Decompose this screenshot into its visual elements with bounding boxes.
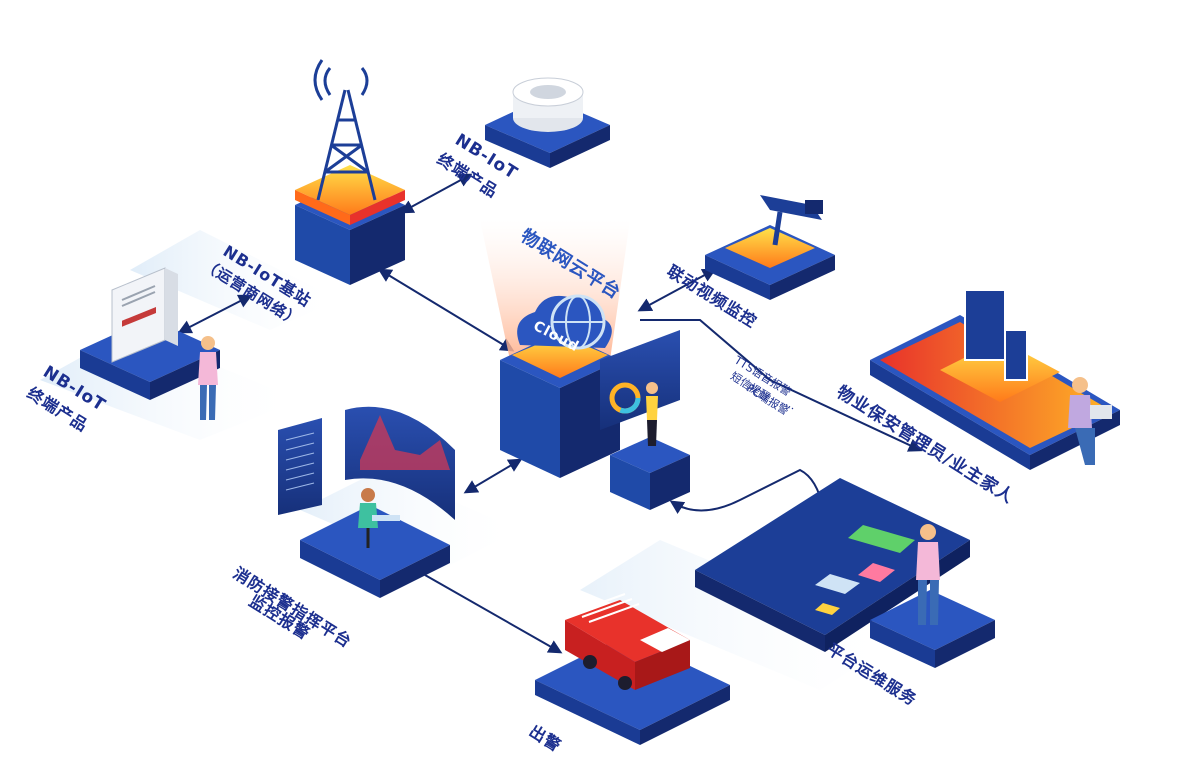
dashboard-screen-icon <box>600 330 680 430</box>
property-staff-panel <box>870 289 1120 470</box>
nb-terminal-top <box>485 77 610 168</box>
fire-platform <box>278 406 455 598</box>
link-station-terminaltop <box>399 173 473 214</box>
person-standing-left-icon <box>198 336 218 420</box>
link-cloud-property <box>640 319 923 452</box>
person-laptop-icon <box>1068 377 1112 465</box>
dispatch <box>535 593 730 745</box>
detector-device-icon <box>111 267 178 363</box>
cloud-platform <box>480 220 690 510</box>
bar-chart-icon <box>815 525 915 615</box>
smoke-detector-icon <box>512 77 584 132</box>
link-station-cloud <box>377 268 515 352</box>
cloud-icon <box>517 294 612 350</box>
video-monitor <box>705 195 835 300</box>
person-presenting-icon <box>646 382 658 446</box>
operator-at-desk-icon <box>358 488 400 548</box>
radio-tower-icon <box>313 59 377 201</box>
tablet-phone-icon <box>964 289 1028 381</box>
link-cloud-video <box>637 268 717 312</box>
cctv-camera-icon <box>760 195 823 246</box>
link-cloud-fire <box>463 458 523 494</box>
link-terminal-station <box>177 294 253 334</box>
person-thinking-icon <box>916 524 940 625</box>
link-fire-dispatch <box>424 574 563 654</box>
nb-terminal-left <box>80 267 220 420</box>
nb-station <box>295 59 405 285</box>
fire-truck-icon <box>565 593 690 690</box>
ops-service <box>695 478 995 668</box>
